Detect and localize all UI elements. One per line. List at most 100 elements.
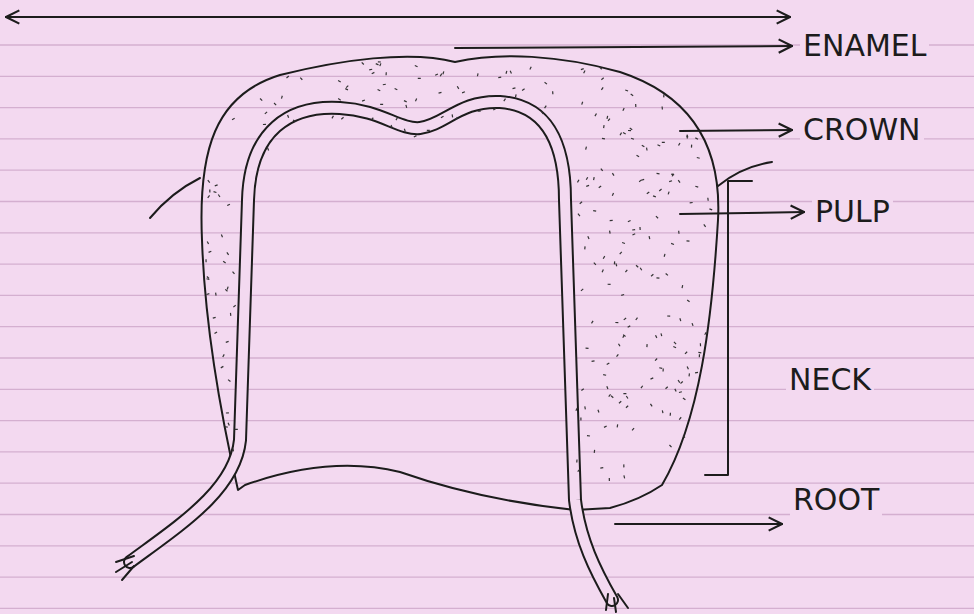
stipple-dot xyxy=(439,92,442,94)
stipple-dot xyxy=(698,352,701,354)
stipple-dot xyxy=(690,202,693,204)
stipple-dot xyxy=(691,145,692,148)
stipple-dot xyxy=(632,428,634,430)
stipple-dot xyxy=(404,101,407,102)
stipple-dot xyxy=(632,229,635,231)
stipple-dot xyxy=(620,133,622,136)
stipple-dot xyxy=(623,393,626,394)
stipple-dot xyxy=(705,332,707,335)
stipple-dot xyxy=(622,243,625,244)
stipple-dot xyxy=(695,186,698,188)
gum-line xyxy=(718,162,772,186)
stipple-dot xyxy=(615,263,617,266)
stipple-dot xyxy=(602,138,605,140)
stipple-dot xyxy=(651,274,653,276)
stipple-dot xyxy=(385,72,386,75)
stipple-dot xyxy=(603,374,606,376)
ruled-line xyxy=(0,608,974,609)
stipple-dot xyxy=(584,246,586,249)
stipple-dot xyxy=(657,173,660,175)
stipple-dot xyxy=(580,202,582,204)
stipple-dot xyxy=(227,252,229,254)
stipple-dot xyxy=(630,128,632,130)
stipple-dot xyxy=(646,344,647,347)
stipple-dot xyxy=(593,210,596,212)
stipple-dot xyxy=(415,66,418,67)
stipple-dot xyxy=(670,413,671,416)
stipple-dot xyxy=(452,114,454,117)
stipple-dot xyxy=(679,391,682,393)
stipple-dot xyxy=(608,284,611,285)
part-label: ENAMEL xyxy=(800,30,929,62)
ruled-line xyxy=(0,420,974,421)
stipple-dot xyxy=(587,435,590,437)
pulp-band xyxy=(130,102,612,600)
stipple-dot xyxy=(680,382,682,384)
stipple-dot xyxy=(594,263,596,265)
stipple-dot xyxy=(683,435,685,438)
stipple-dot xyxy=(378,90,381,91)
stipple-dot xyxy=(697,157,700,159)
stipple-dot xyxy=(674,342,676,344)
stipple-dot xyxy=(695,138,698,139)
stipple-dot xyxy=(504,99,506,101)
stipple-dot xyxy=(656,335,657,338)
stipple-dot xyxy=(612,173,614,176)
stipple-dot xyxy=(600,67,602,69)
stipple-dot xyxy=(230,313,232,316)
stipple-dot xyxy=(609,478,610,481)
stipple-dot xyxy=(214,332,217,334)
stipple-dot xyxy=(625,270,627,272)
stipple-dot xyxy=(704,224,706,226)
stipple-dot xyxy=(601,169,603,171)
stipple-dot xyxy=(456,117,458,120)
stipple-dot xyxy=(637,155,640,157)
stipple-dot xyxy=(653,195,656,197)
stipple-dot xyxy=(662,142,665,143)
stipple-dot xyxy=(602,269,603,272)
stipple-dot xyxy=(599,186,601,188)
stipple-dot xyxy=(608,119,610,121)
stipple-dot xyxy=(618,344,620,347)
stipple-dot xyxy=(346,86,348,88)
stipple-dot xyxy=(667,315,670,316)
stipple-dot xyxy=(669,445,671,447)
double-arrow xyxy=(6,16,790,18)
root-tip xyxy=(606,594,628,612)
stipple-dot xyxy=(530,67,531,70)
stipple-dot xyxy=(699,354,700,357)
stipple-dot xyxy=(581,289,583,291)
stipple-dot xyxy=(611,396,613,398)
stipple-dot xyxy=(376,64,379,65)
stipple-dot xyxy=(338,99,341,101)
stipple-dot xyxy=(442,71,444,74)
stipple-dot xyxy=(619,401,621,403)
stipple-dot xyxy=(332,116,334,119)
stipple-dot xyxy=(371,118,373,120)
stipple-dot xyxy=(620,252,622,254)
stipple-dot xyxy=(227,204,230,205)
stipple-dot xyxy=(404,129,406,132)
stipple-dot xyxy=(623,108,624,111)
stipple-dot xyxy=(631,94,633,96)
stipple-dot xyxy=(281,96,283,99)
ruled-line xyxy=(0,326,974,327)
stipple-dot xyxy=(228,423,229,426)
stipple-dot xyxy=(380,63,381,66)
stipple-dot xyxy=(686,135,688,138)
stipple-dot xyxy=(208,195,210,197)
stipple-dot xyxy=(679,417,681,419)
stipple-dot xyxy=(672,174,673,177)
stipple-dot xyxy=(646,148,648,151)
part-label: NECK xyxy=(786,364,874,396)
stipple-dot xyxy=(372,72,375,73)
stipple-dot xyxy=(673,347,676,348)
stipple-dot xyxy=(679,318,681,321)
stipple-dot xyxy=(609,231,611,234)
stipple-dot xyxy=(209,251,212,252)
stipple-dot xyxy=(681,285,683,288)
stipple-dot xyxy=(656,277,659,279)
stipple-dot xyxy=(545,82,547,84)
stipple-dot xyxy=(268,148,269,151)
stipple-dot xyxy=(614,261,616,264)
